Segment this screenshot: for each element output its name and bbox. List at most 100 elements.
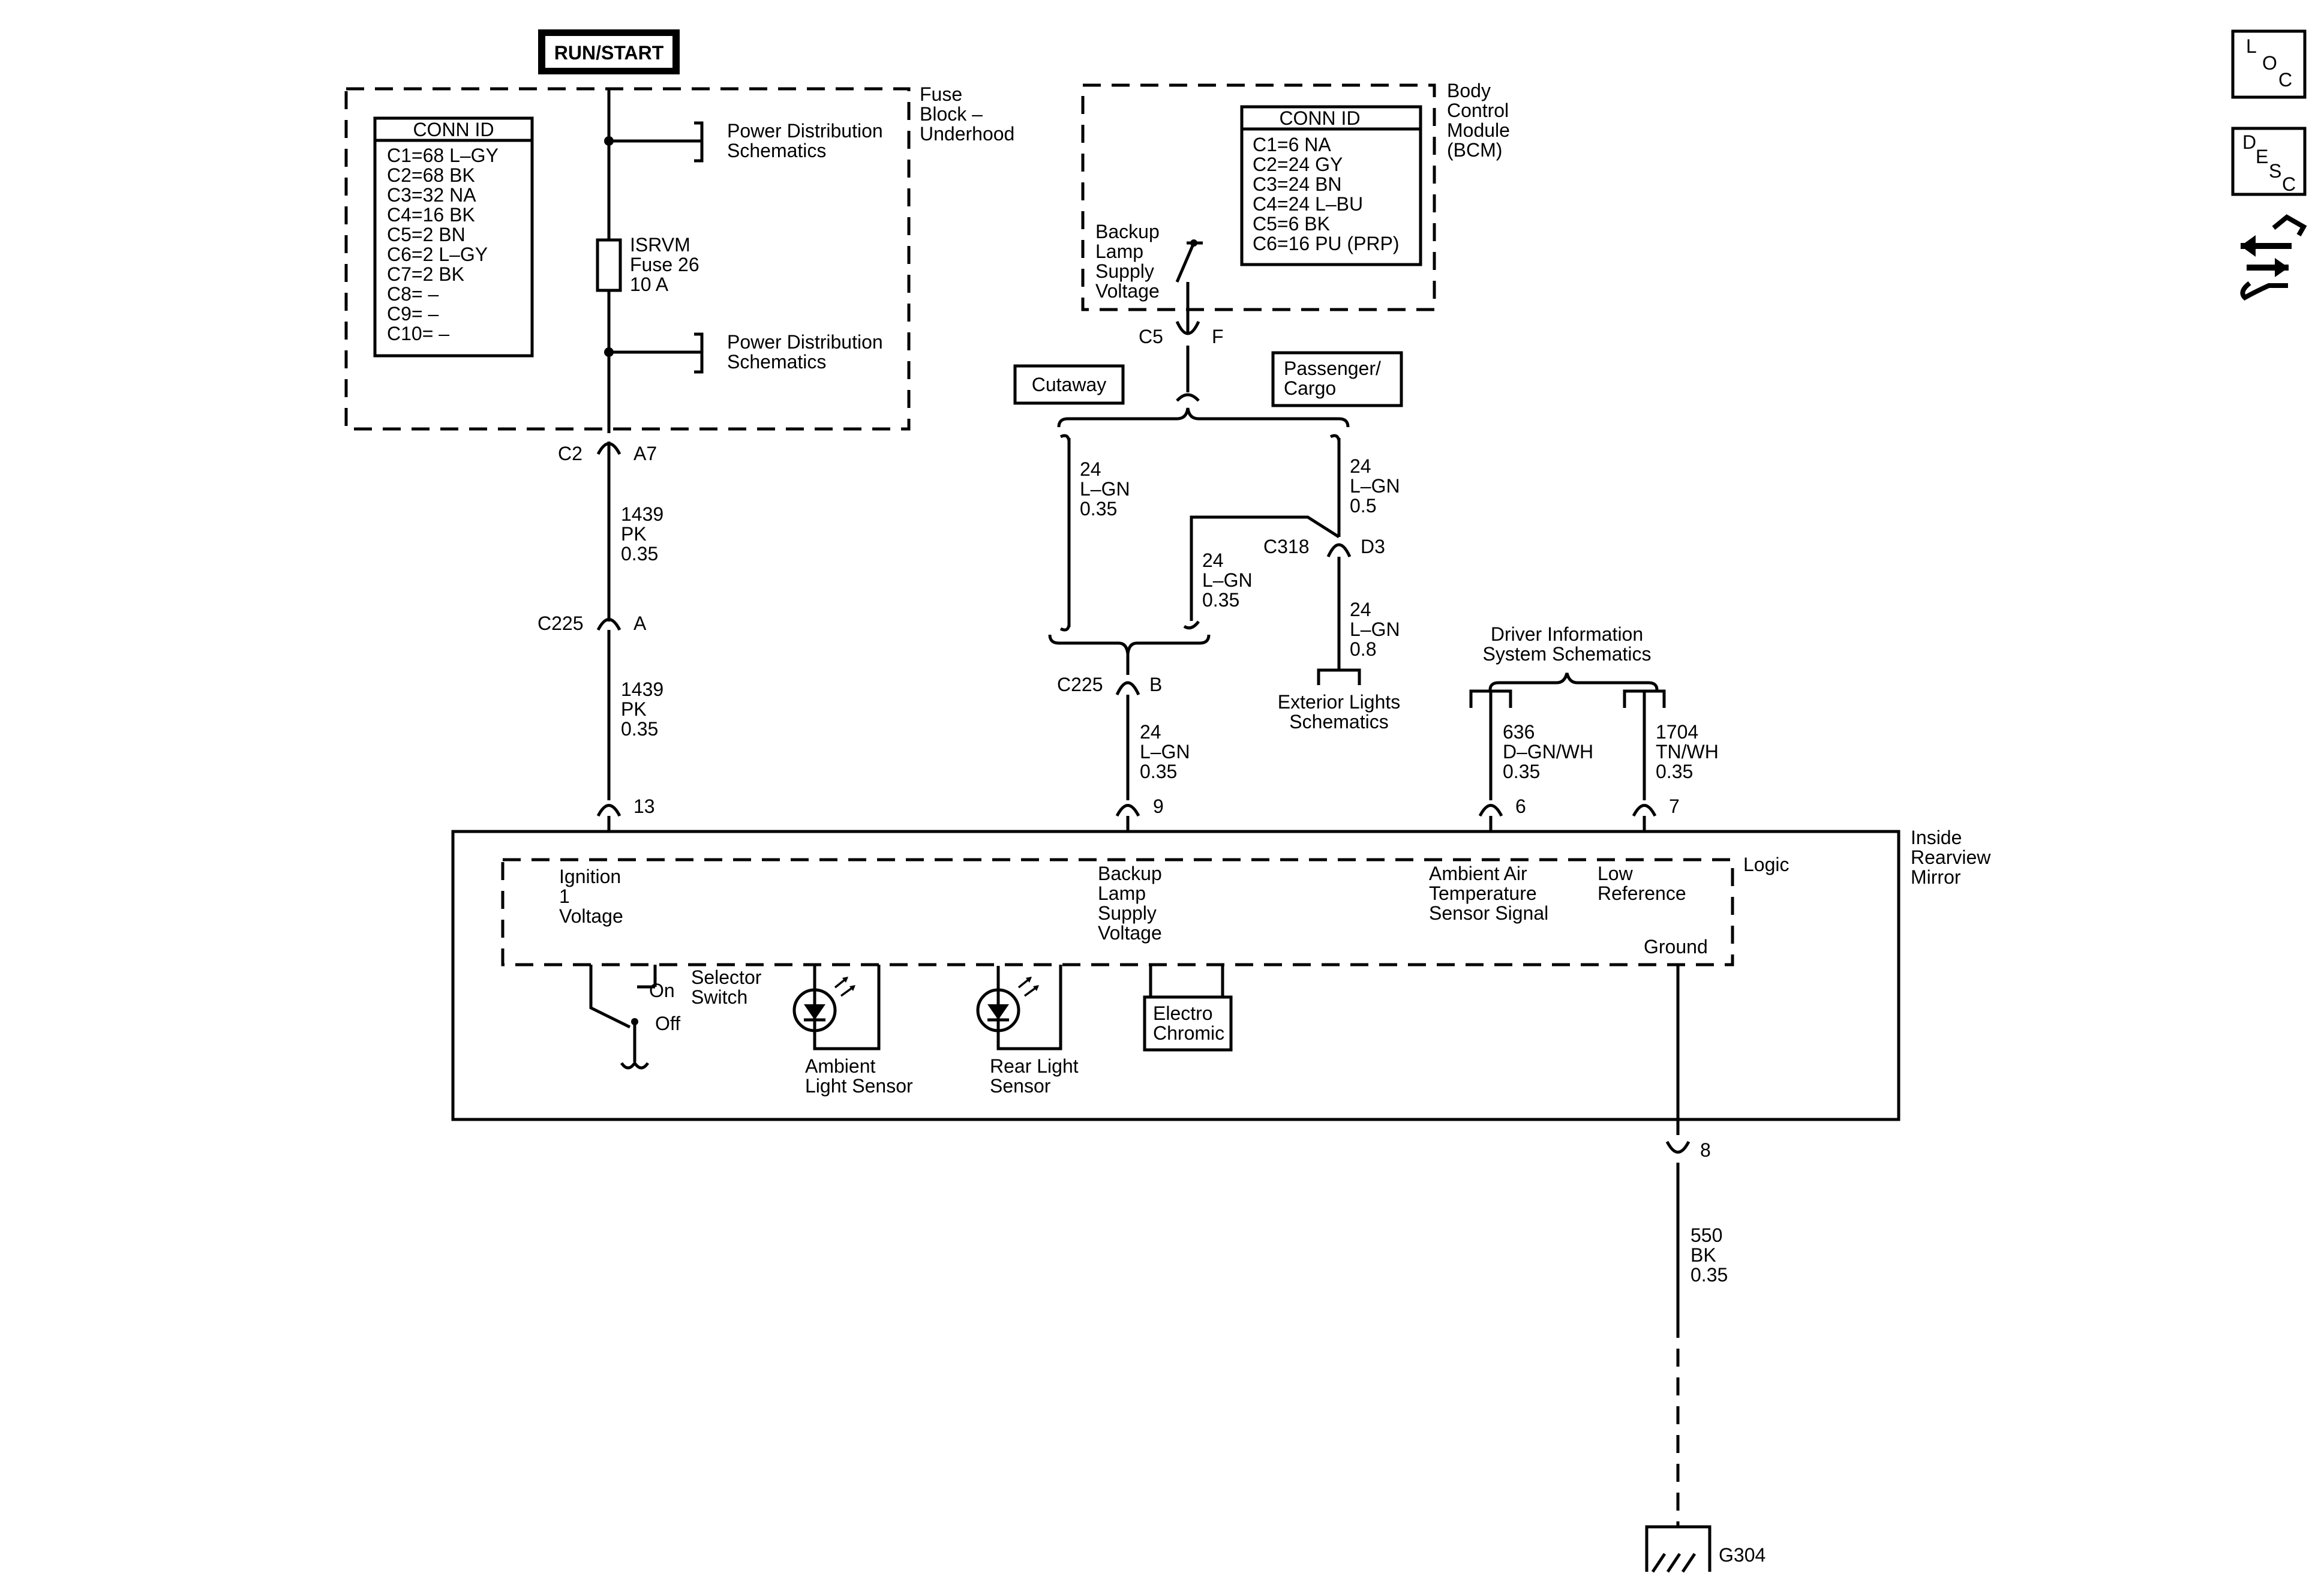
wire-1439b-circuit: 1439 (621, 679, 663, 700)
c2-label: C2 (558, 443, 582, 464)
wire-550-circuit: 550 (1691, 1224, 1722, 1246)
mirror-backup-label-2: Lamp (1098, 882, 1146, 904)
svg-text:C3=32 NA: C3=32 NA (387, 184, 476, 206)
mirror-backup-label-4: Voltage (1098, 922, 1162, 944)
fuse-conn-header: CONN ID (413, 119, 494, 140)
wire-passenger-size: 0.5 (1350, 495, 1376, 517)
passenger-label-2: Cargo (1284, 377, 1336, 399)
bcm-title-3: Module (1447, 119, 1510, 141)
svg-text:C2=68 BK: C2=68 BK (387, 164, 475, 186)
g304-label: G304 (1719, 1544, 1765, 1566)
electrochromic-box (1143, 995, 1233, 1052)
c5-label: C5 (1139, 326, 1163, 347)
desc-letter-d: D (2242, 131, 2256, 153)
logic-boundary (501, 858, 1734, 966)
ignition-label-2: 1 (559, 885, 570, 907)
fuse-conn-table (373, 116, 534, 358)
wire-backup-size: 0.35 (1140, 761, 1177, 782)
pin-6-connector (1478, 804, 1503, 817)
pd2-label-2: Schematics (727, 351, 826, 373)
ground-g304-icon (1645, 1525, 1712, 1572)
wire-branch-size: 0.35 (1202, 589, 1239, 611)
selector-switch (589, 965, 631, 1029)
ambient-light-label-1: Ambient (805, 1055, 876, 1077)
ambient-air-label-1: Ambient Air (1429, 863, 1527, 884)
bcm-conn-table (1240, 105, 1422, 266)
bcm-conn-header: CONN ID (1279, 107, 1360, 129)
fuse-label-2: Fuse 26 (630, 254, 699, 275)
pin-7-label: 7 (1669, 795, 1680, 817)
mirror-backup-label-3: Supply (1098, 902, 1157, 924)
svg-text:C3=24 BN: C3=24 BN (1253, 173, 1342, 195)
mirror-boundary (451, 830, 1900, 1121)
c225b-label: C225 (1057, 674, 1103, 695)
fuse-block-title-1: Fuse (920, 83, 962, 105)
bcm-title-1: Body (1447, 80, 1491, 101)
exterior-ref-bracket (1317, 668, 1361, 685)
wire-1439b-color: PK (621, 698, 647, 720)
svg-text:C6=16 PU (PRP): C6=16 PU (PRP) (1253, 233, 1400, 254)
bcm-backup-label-3: Supply (1095, 260, 1154, 282)
a7-label: A7 (633, 443, 657, 464)
c225a-label: C225 (538, 613, 584, 634)
bcm-conn-list: C1=6 NA C2=24 GY C3=24 BN C4=24 L–BU C5=… (1253, 134, 1400, 254)
splice-brace (1048, 634, 1211, 655)
wire-1439-color: PK (621, 523, 647, 545)
low-ref-label-2: Reference (1598, 882, 1686, 904)
loc-letter-o: O (2262, 52, 2277, 74)
fuse-block-boundary (344, 87, 911, 431)
loc-button[interactable]: L O C (2231, 29, 2307, 99)
a-label: A (633, 613, 647, 634)
wire-636-circuit: 636 (1503, 721, 1535, 743)
wire-cutaway-circuit: 24 (1080, 458, 1101, 480)
rear-light-label-2: Sensor (990, 1075, 1051, 1097)
bcm-backup-label-1: Backup (1095, 221, 1160, 242)
svg-text:C1=6 NA: C1=6 NA (1253, 134, 1331, 155)
svg-text:C5=6 BK: C5=6 BK (1253, 213, 1330, 235)
bcm-title-4: (BCM) (1447, 139, 1502, 161)
c225b-connector (1115, 681, 1140, 696)
driver-info-label-1: Driver Information (1491, 623, 1643, 645)
mirror-backup-label-1: Backup (1098, 863, 1162, 884)
svg-text:C10= –: C10= – (387, 323, 449, 344)
wire-1704-color: TN/WH (1656, 741, 1719, 763)
bcm-boundary (1081, 83, 1436, 311)
wire-1439b-size: 0.35 (621, 718, 658, 740)
driver-info-label-2: System Schematics (1483, 643, 1652, 665)
wire-cutaway-size: 0.35 (1080, 498, 1117, 520)
wire-exterior-circuit: 24 (1350, 599, 1371, 620)
bcm-title-2: Control (1447, 100, 1509, 121)
ground-label: Ground (1644, 936, 1708, 957)
exterior-ref-label-2: Schematics (1289, 711, 1388, 733)
pd1-label-2: Schematics (727, 140, 826, 161)
c318-label: C318 (1263, 536, 1310, 557)
wire-backup-color: L–GN (1140, 741, 1190, 763)
arrows-icon[interactable] (2240, 214, 2307, 301)
svg-text:C8= –: C8= – (387, 283, 439, 305)
exterior-ref-label-1: Exterior Lights (1278, 691, 1401, 713)
ambient-air-label-2: Temperature (1429, 882, 1537, 904)
desc-button[interactable]: D E S C (2231, 127, 2307, 196)
loc-letter-l: L (2246, 35, 2257, 57)
cutaway-label: Cutaway (1032, 374, 1107, 395)
passenger-cargo-box (1271, 351, 1403, 407)
bcm-backup-label-2: Lamp (1095, 241, 1143, 262)
pin-13-label: 13 (633, 795, 655, 817)
switch-on-label: On (649, 980, 675, 1001)
fuse-block-title-2: Block – (920, 103, 983, 125)
wire-backup-circuit: 24 (1140, 721, 1161, 743)
c5-connector (1175, 320, 1200, 335)
pd2-label-1: Power Distribution (727, 331, 883, 353)
b-label: B (1149, 674, 1162, 695)
bcm-backup-label-4: Voltage (1095, 280, 1160, 302)
fuse-label-1: ISRVM (630, 234, 690, 256)
wire-exterior-color: L–GN (1350, 619, 1400, 640)
electrochromic-label-1: Electro (1153, 1002, 1213, 1024)
wire-550-color: BK (1691, 1244, 1716, 1266)
svg-text:C4=16 BK: C4=16 BK (387, 204, 475, 226)
pin-8-label: 8 (1700, 1139, 1711, 1161)
svg-text:C9= –: C9= – (387, 303, 439, 325)
ambient-light-label-2: Light Sensor (805, 1075, 913, 1097)
cutaway-box (1013, 364, 1125, 405)
